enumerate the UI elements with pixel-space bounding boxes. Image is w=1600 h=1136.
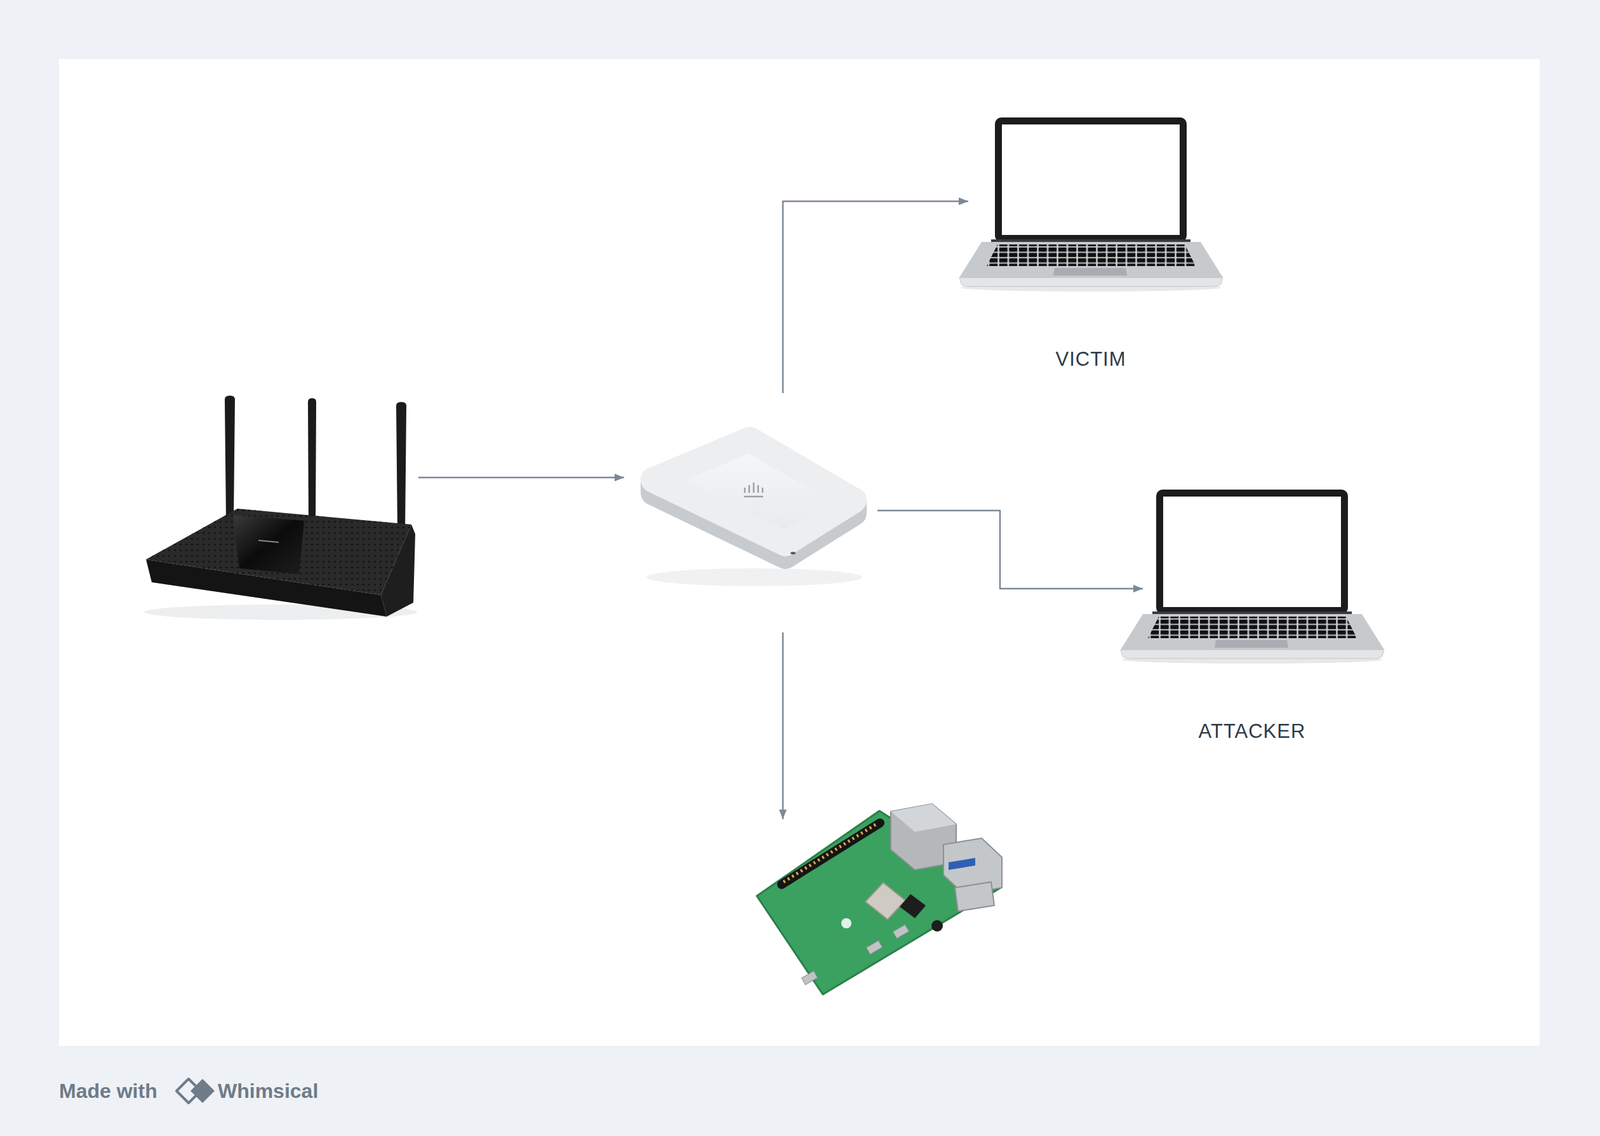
arrow-connector [782,632,785,820]
hdmi-port [866,940,882,954]
arrow-connector [418,476,625,479]
ap-led [790,551,796,555]
usb-c-port [801,970,818,985]
gpio-pins [783,822,879,882]
node-label: ATTACKER [1142,718,1362,745]
router-top [146,508,412,595]
pi-board [756,810,1001,995]
audio-jack [931,920,943,932]
antenna [307,398,317,524]
node-label: VICTIM [968,346,1214,373]
router-illustration [144,395,418,620]
ap-top [653,439,854,544]
ram-chip [899,893,926,919]
ethernet-top [890,803,957,832]
pi-logo-mark [841,918,852,929]
watermark-text: Whimsical [217,1078,319,1104]
laptop-illustration [959,117,1223,292]
antenna [396,401,407,532]
watermark-text: Made with [59,1078,158,1104]
hdmi-port [892,924,909,938]
usb-insert [948,857,976,870]
gpio-header [781,822,880,885]
router-node [137,393,419,621]
whimsical-logo [176,1078,215,1103]
router-badge [258,540,279,543]
laptop-node: VICTIM [968,117,1214,378]
arrow-connector [877,510,1143,589]
laptop-node: ATTACKER [1142,489,1362,750]
shadow [646,568,863,587]
raspberry-pi-node [753,819,1006,999]
soc-chip [865,882,906,920]
raspberry-pi-illustration [756,803,1002,995]
access-point-node [624,393,878,633]
antenna [224,395,235,520]
ap-logo-mark [744,483,763,497]
laptop-illustration [1120,489,1385,664]
usb-port [954,881,995,912]
router-panel [233,514,305,574]
access-point-illustration [646,439,863,587]
arrow-connector [782,201,969,394]
router-vents [146,508,412,595]
